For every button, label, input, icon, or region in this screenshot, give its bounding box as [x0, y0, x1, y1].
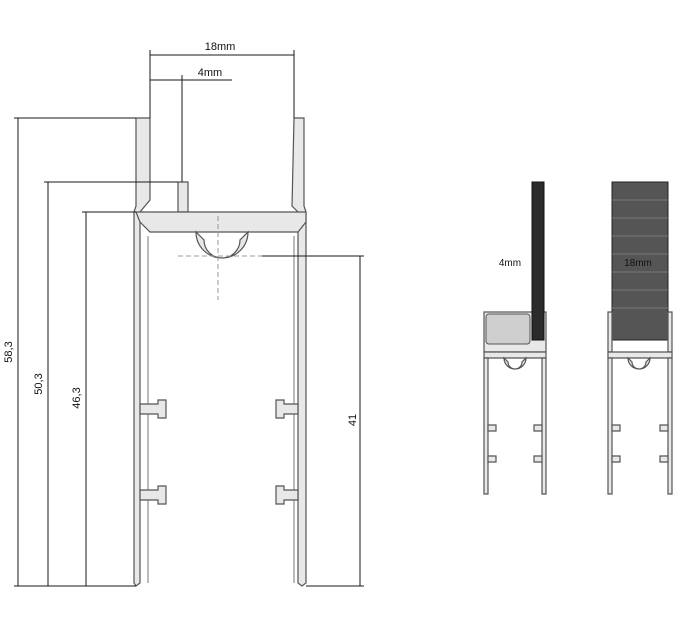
dim-label-41: 41	[347, 414, 359, 426]
main-profile-section	[133, 117, 307, 587]
screw-channel	[195, 230, 249, 259]
profile-crossbar	[135, 211, 307, 233]
example-label-18mm: 18mm	[624, 258, 652, 269]
dim-label-18mm: 18mm	[205, 41, 236, 53]
panel-4mm	[531, 181, 545, 341]
right-rib-upper	[275, 399, 299, 419]
left-rib-lower	[139, 485, 167, 505]
example-thin-panel	[483, 181, 547, 495]
example-label-4mm: 4mm	[499, 258, 521, 269]
panel-18mm	[611, 181, 669, 341]
example-thick-panel	[607, 181, 673, 495]
dim-label-50-3: 50,3	[33, 373, 45, 394]
profile-slot-fin	[177, 181, 189, 213]
dim-label-4mm: 4mm	[198, 67, 222, 79]
left-rib-upper	[139, 399, 167, 419]
profile-inner-line	[147, 236, 295, 583]
dimension-lines	[14, 50, 364, 587]
right-rib-lower	[275, 485, 299, 505]
profile-left-wall	[133, 117, 151, 587]
profile-right-wall	[291, 117, 307, 587]
dim-label-46-3: 46,3	[71, 387, 83, 408]
dim-label-58-3: 58,3	[3, 341, 15, 362]
